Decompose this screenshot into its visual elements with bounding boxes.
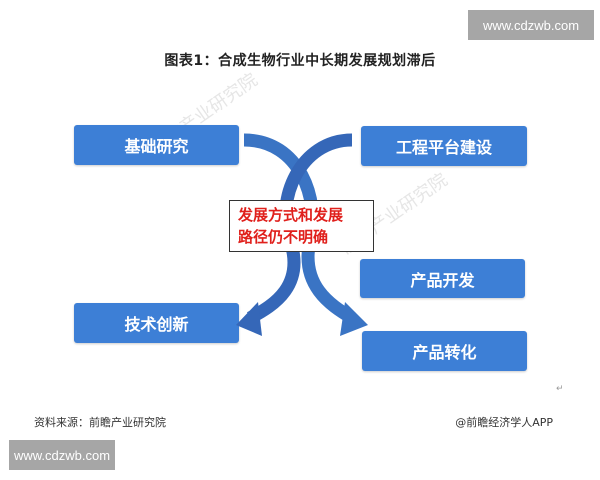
box-product-conversion: 产品转化 (362, 331, 527, 371)
center-callout: 发展方式和发展 路径仍不明确 (229, 200, 374, 252)
box-basic-research: 基础研究 (74, 125, 239, 165)
paragraph-mark-icon: ↵ (556, 384, 564, 394)
figure-title: 图表1：合成生物行业中长期发展规划滞后 (164, 53, 436, 69)
box-product-development: 产品开发 (360, 259, 525, 298)
watermark-top: www.cdzwb.com (468, 10, 594, 40)
center-line-1: 发展方式和发展 (238, 206, 344, 224)
watermark-bottom: www.cdzwb.com (9, 440, 115, 470)
box-tech-innovation: 技术创新 (74, 303, 239, 343)
center-line-2: 路径仍不明确 (238, 228, 329, 246)
source-note: 资料来源：前瞻产业研究院 (34, 416, 166, 429)
box-engineering-platform: 工程平台建设 (361, 126, 527, 166)
credit-note: @前瞻经济学人APP (455, 416, 553, 429)
